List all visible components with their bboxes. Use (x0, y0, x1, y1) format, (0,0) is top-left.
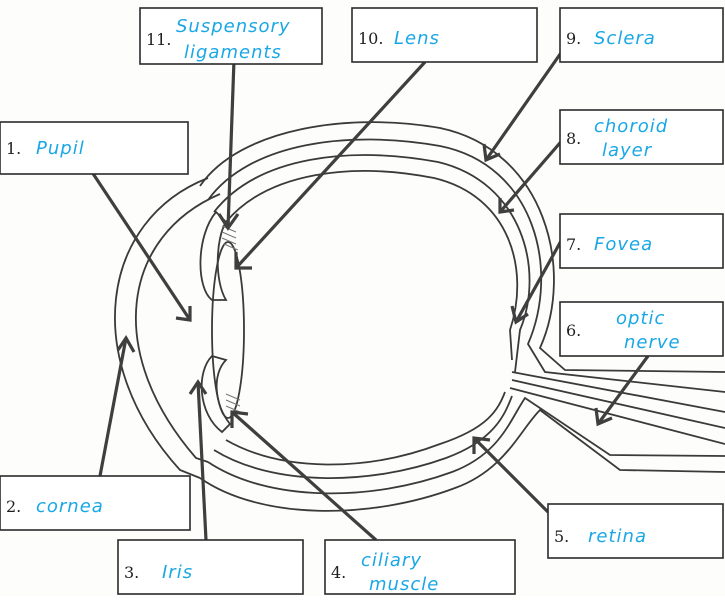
label-number-suspensory: 11. (146, 30, 171, 49)
arrow-lens (236, 62, 425, 268)
label-text-optic-1: optic (616, 308, 665, 329)
label-cornea: 2. cornea (0, 476, 190, 530)
label-ciliary: 4. ciliary muscle (325, 540, 515, 595)
label-number-ciliary: 4. (331, 563, 346, 582)
label-text-suspensory-1: Suspensory (176, 16, 291, 37)
label-text-ciliary-2: muscle (369, 574, 439, 595)
label-text-cornea-1: cornea (36, 496, 104, 517)
label-lens: 10. Lens (352, 8, 537, 62)
label-number-lens: 10. (358, 29, 383, 48)
label-iris: 3. Iris (118, 540, 303, 594)
label-text-ciliary-1: ciliary (361, 550, 422, 571)
label-number-cornea: 2. (6, 497, 21, 516)
cornea-inner (136, 194, 220, 462)
arrow-ciliary (232, 412, 376, 540)
label-number-fovea: 7. (566, 235, 581, 254)
choroid-layer-line (214, 155, 530, 372)
label-fovea: 7. Fovea (560, 214, 723, 268)
retina-layer-lower (226, 392, 505, 465)
label-number-pupil: 1. (6, 139, 21, 158)
cornea-outer (115, 178, 208, 478)
label-sclera: 9. Sclera (560, 8, 723, 62)
label-text-choroid-1: choroid (594, 116, 668, 137)
sclera-inner-lower (208, 398, 725, 493)
label-retina: 5. retina (548, 504, 723, 558)
label-number-iris: 3. (124, 563, 139, 582)
label-text-pupil-1: Pupil (36, 138, 85, 159)
label-boxes: 11. Suspensory ligaments 10. Lens 9. Sclera 1. P… (0, 8, 723, 595)
label-text-iris-1: Iris (162, 562, 193, 583)
label-text-fovea-1: Fovea (594, 234, 653, 255)
label-text-retina-1: retina (588, 526, 647, 547)
label-number-optic: 6. (566, 321, 581, 340)
label-number-sclera: 9. (566, 29, 581, 48)
arrow-cornea (100, 338, 134, 476)
label-optic: 6. optic nerve (560, 302, 723, 356)
label-text-choroid-2: layer (602, 140, 653, 161)
label-box-pupil (0, 122, 188, 174)
label-pupil: 1. Pupil (0, 122, 188, 174)
arrow-retina (474, 438, 548, 512)
optic-nerve-fiber-1 (512, 372, 725, 412)
label-choroid: 8. choroid layer (560, 110, 723, 164)
label-box-iris (118, 540, 303, 594)
label-suspensory: 11. Suspensory ligaments (140, 8, 322, 64)
retina-layer-line (226, 171, 517, 360)
suspensory-ligament-hatch (222, 226, 238, 250)
label-text-sclera-1: Sclera (594, 28, 656, 49)
label-text-optic-2: nerve (624, 332, 681, 353)
arrow-choroid (500, 136, 566, 212)
label-number-choroid: 8. (566, 129, 581, 148)
optic-nerve-fiber-2 (512, 380, 725, 428)
label-text-lens-1: Lens (394, 28, 440, 49)
label-number-retina: 5. (554, 527, 569, 546)
label-text-suspensory-2: ligaments (184, 42, 282, 63)
